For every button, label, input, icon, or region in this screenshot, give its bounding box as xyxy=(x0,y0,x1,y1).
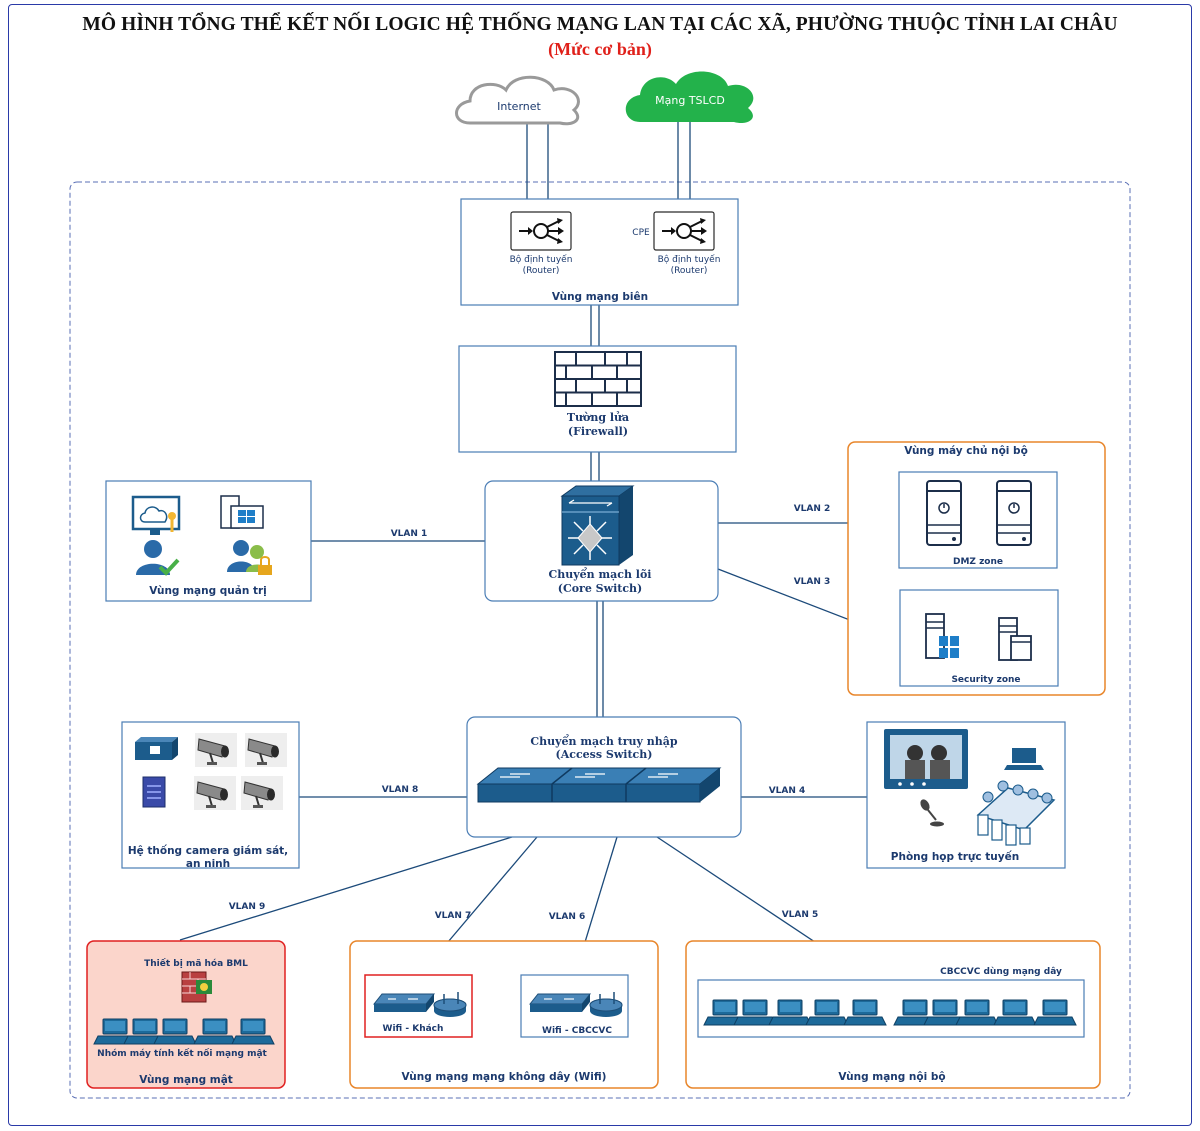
router1-sublabel: (Router) xyxy=(523,266,560,276)
vlan-5-label: VLAN 5 xyxy=(782,910,819,920)
nvr-server-icon xyxy=(142,776,166,808)
organization-boundary xyxy=(69,181,1131,1099)
server-window-icon xyxy=(998,617,1032,661)
server-zone: Vùng máy chủ nội bộ DMZ zone Security zo… xyxy=(847,441,1106,696)
server-icon xyxy=(926,480,962,546)
wifi-staff-label: Wifi - CBCCVC xyxy=(542,1026,612,1036)
access-switch-sublabel: (Access Switch) xyxy=(556,748,653,761)
secure-zone-title: Vùng mạng mật xyxy=(139,1074,233,1086)
vlan-6-label: VLAN 6 xyxy=(549,912,586,922)
camera-icon xyxy=(193,775,237,811)
wifi-guest-label: Wifi - Khách xyxy=(383,1024,444,1034)
router-icon xyxy=(653,211,715,251)
page-frame xyxy=(8,4,1192,1126)
wifi-zone: Wifi - Khách Wifi - CBCCVC Vùng mạng mạn… xyxy=(349,940,659,1089)
windows-server-icon xyxy=(925,613,959,659)
core-switch-sublabel: (Core Switch) xyxy=(558,582,643,595)
vlan-4-label: VLAN 4 xyxy=(769,786,806,796)
user-group-lock-icon xyxy=(227,540,272,575)
firewall-sublabel: (Firewall) xyxy=(568,425,628,438)
security-zone-label: Security zone xyxy=(951,675,1020,685)
cpe-label: CPE xyxy=(632,228,650,238)
router2-sublabel: (Router) xyxy=(671,266,708,276)
internet-label: Internet xyxy=(497,100,541,113)
edge-zone-label: Vùng mạng biên xyxy=(552,291,648,303)
video-encoder-icon xyxy=(135,737,178,760)
internal-zone-caption: CBCCVC dùng mạng dây xyxy=(940,967,1062,977)
windows-pc-icon xyxy=(220,495,264,529)
wifi-zone-title: Vùng mạng mạng không dây (Wifi) xyxy=(402,1071,607,1083)
firewall-label: Tường lửa xyxy=(567,411,629,424)
laptop-icon xyxy=(1004,748,1044,770)
dmz-zone-label: DMZ zone xyxy=(953,557,1003,567)
server-zone-title: Vùng máy chủ nội bộ xyxy=(904,445,1028,457)
internal-zone-title: Vùng mạng nội bộ xyxy=(838,1071,945,1083)
admin-zone: Vùng mạng quản trị xyxy=(105,480,312,602)
encryption-device-icon xyxy=(181,971,212,1003)
internet-cloud: Internet xyxy=(455,75,580,126)
vlan-9-label: VLAN 9 xyxy=(229,902,266,912)
microphone-icon xyxy=(920,799,944,827)
core-switch-box: Chuyển mạch lõi (Core Switch) xyxy=(484,480,719,602)
vlan-8-label: VLAN 8 xyxy=(382,785,419,795)
cloud-monitor-key-icon xyxy=(131,495,181,535)
camera-zone-label: Hệ thống camera giám sát, xyxy=(128,844,288,857)
camera-zone: Hệ thống camera giám sát, an ninh xyxy=(121,721,300,870)
vlan-labels: VLAN 1 VLAN 2 VLAN 3 VLAN 4 VLAN 5 VLAN … xyxy=(229,504,831,922)
encryption-device-label: Thiết bị mã hóa BML xyxy=(144,958,248,969)
camera-icon xyxy=(194,732,238,768)
security-zone-box xyxy=(899,589,1059,687)
page-title: MÔ HÌNH TỔNG THỂ KẾT NỐI LOGIC HỆ THỐNG … xyxy=(82,14,1118,35)
core-switch-label: Chuyển mạch lõi xyxy=(549,567,652,581)
brick-wall-icon xyxy=(554,351,642,407)
tslcd-label: Mạng TSLCD xyxy=(655,94,725,107)
access-switch-box: Chuyển mạch truy nhập (Access Switch) xyxy=(466,716,742,838)
secure-computers-label: Nhóm máy tính kết nối mạng mật xyxy=(97,1048,267,1059)
tslcd-cloud: Mạng TSLCD xyxy=(625,71,754,124)
router-icon xyxy=(510,211,572,251)
access-switch-icon xyxy=(476,767,722,803)
vlan-7-label: VLAN 7 xyxy=(435,911,472,921)
dmz-zone-box xyxy=(898,471,1058,569)
camera-icon xyxy=(240,775,284,811)
admin-zone-label: Vùng mạng quản trị xyxy=(149,585,267,597)
conference-table-icon xyxy=(976,780,1056,846)
page-subtitle: (Mức cơ bản) xyxy=(548,39,652,59)
tv-screen-icon xyxy=(884,729,968,789)
user-check-icon xyxy=(136,540,180,576)
router1-label: Bộ định tuyến xyxy=(510,254,573,265)
internal-zone: CBCCVC dùng mạng dây Vùng mạng nội bộ xyxy=(685,940,1101,1089)
vlan-3-label: VLAN 3 xyxy=(794,577,831,587)
secure-zone: Thiết bị mã hóa BML Nhóm máy tính kết nố… xyxy=(86,940,286,1089)
core-switch-icon xyxy=(560,485,635,566)
camera-zone-sublabel: an ninh xyxy=(186,858,230,870)
edge-zone: Bộ định tuyến (Router) Bộ định tuyến (Ro… xyxy=(460,198,739,306)
router2-label: Bộ định tuyến xyxy=(658,254,721,265)
access-switch-label: Chuyển mạch truy nhập xyxy=(530,734,677,748)
server-icon xyxy=(996,480,1032,546)
firewall-box: Tường lửa (Firewall) xyxy=(458,345,737,453)
meeting-zone: Phòng họp trực tuyến xyxy=(866,721,1066,869)
meeting-zone-label: Phòng họp trực tuyến xyxy=(891,850,1019,863)
camera-icon xyxy=(244,732,288,768)
vlan-2-label: VLAN 2 xyxy=(794,504,831,514)
vlan-1-label: VLAN 1 xyxy=(391,529,428,539)
